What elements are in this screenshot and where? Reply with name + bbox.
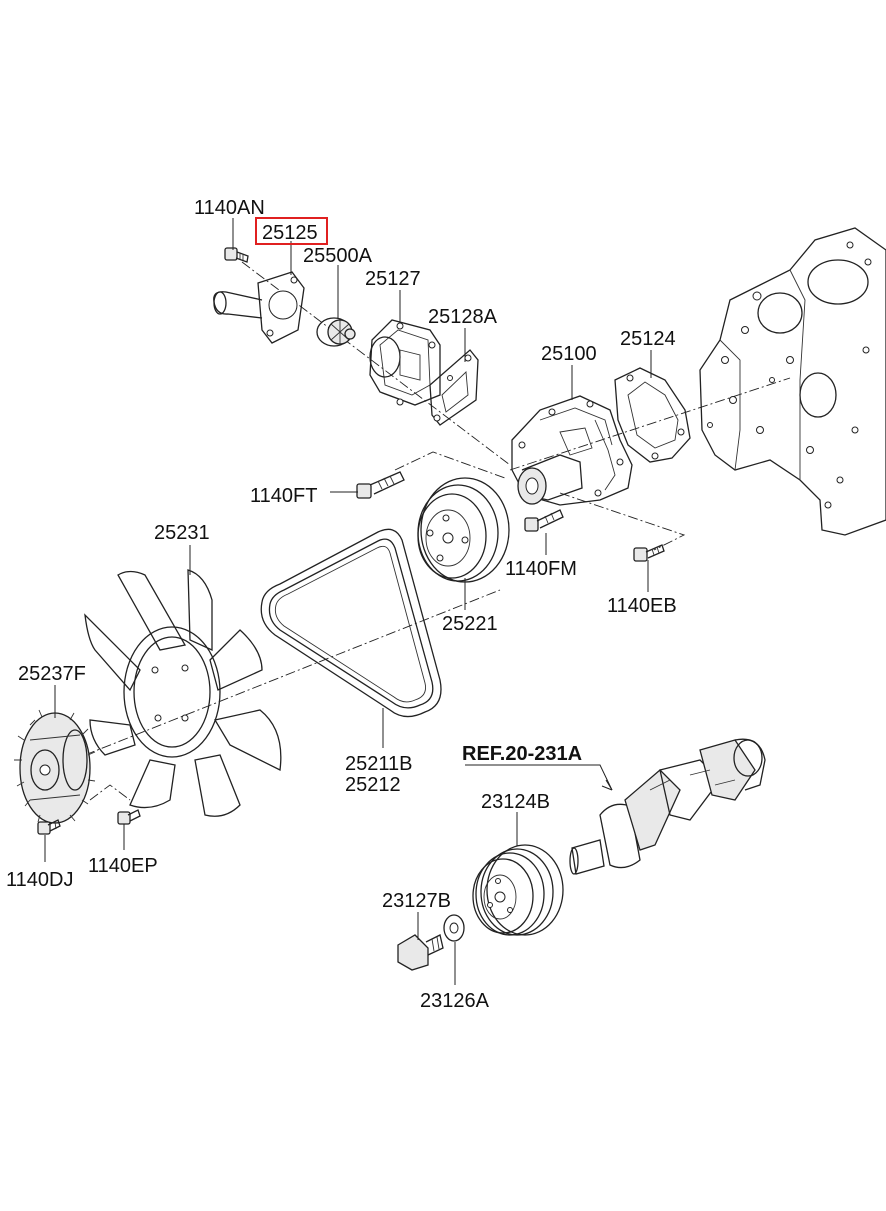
label-25100[interactable]: 25100 — [541, 343, 597, 365]
crankshaft-ref[interactable] — [569, 738, 766, 875]
label-25231[interactable]: 25231 — [154, 522, 210, 544]
label-25212[interactable]: 25212 — [345, 774, 401, 796]
bolt-1140DJ[interactable] — [37, 819, 61, 835]
bolt-1140FM[interactable] — [524, 509, 564, 532]
label-1140AN[interactable]: 1140AN — [194, 197, 265, 219]
label-23127B[interactable]: 23127B — [382, 890, 451, 912]
fan-pulley-25221[interactable] — [417, 477, 510, 583]
label-25211B[interactable]: 25211B — [345, 753, 412, 775]
label-1140FT[interactable]: 1140FT — [250, 485, 317, 507]
bolt-1140FT[interactable] — [356, 471, 405, 499]
label-25237F[interactable]: 25237F — [18, 663, 86, 685]
part-labels: 1140AN 25125 25500A 25127 25128A 25100 2… — [6, 197, 677, 1012]
label-1140EB[interactable]: 1140EB — [607, 595, 677, 617]
v-belt-25211B[interactable] — [260, 528, 442, 718]
gasket-25124[interactable] — [614, 367, 691, 463]
thermostat-25500A[interactable] — [316, 317, 356, 347]
crank-pulley-23124B[interactable] — [472, 844, 564, 936]
label-25500A[interactable]: 25500A — [303, 245, 373, 267]
fan-clutch-25237F[interactable] — [14, 707, 96, 830]
label-25127[interactable]: 25127 — [365, 268, 421, 290]
label-23124B[interactable]: 23124B — [481, 791, 550, 813]
cooling-fan-25231[interactable] — [84, 569, 282, 817]
leader-lines — [44, 218, 652, 985]
water-pump-25100[interactable] — [511, 395, 633, 506]
label-23126A[interactable]: 23126A — [420, 990, 490, 1012]
label-25221[interactable]: 25221 — [442, 613, 498, 635]
highlight-box — [255, 217, 328, 245]
bolt-1140EP[interactable] — [117, 809, 141, 825]
water-outlet-fitting-25125[interactable] — [213, 271, 305, 344]
bolt-1140AN[interactable] — [224, 247, 249, 263]
thermostat-housing-25127[interactable] — [369, 319, 441, 406]
label-1140FM[interactable]: 1140FM — [505, 558, 577, 580]
label-25128A[interactable]: 25128A — [428, 306, 498, 328]
label-ref[interactable]: REF.20-231A — [462, 743, 582, 765]
engine-block[interactable] — [699, 227, 886, 536]
label-25124[interactable]: 25124 — [620, 328, 676, 350]
label-1140DJ[interactable]: 1140DJ — [6, 869, 73, 891]
gasket-25128A[interactable] — [429, 349, 479, 426]
crank-bolt-23127B[interactable] — [397, 934, 444, 971]
bolt-1140EB[interactable] — [633, 544, 665, 562]
label-1140EP[interactable]: 1140EP — [88, 855, 158, 877]
label-25125[interactable]: 25125 — [262, 222, 318, 244]
washer-23126A[interactable] — [443, 914, 465, 942]
